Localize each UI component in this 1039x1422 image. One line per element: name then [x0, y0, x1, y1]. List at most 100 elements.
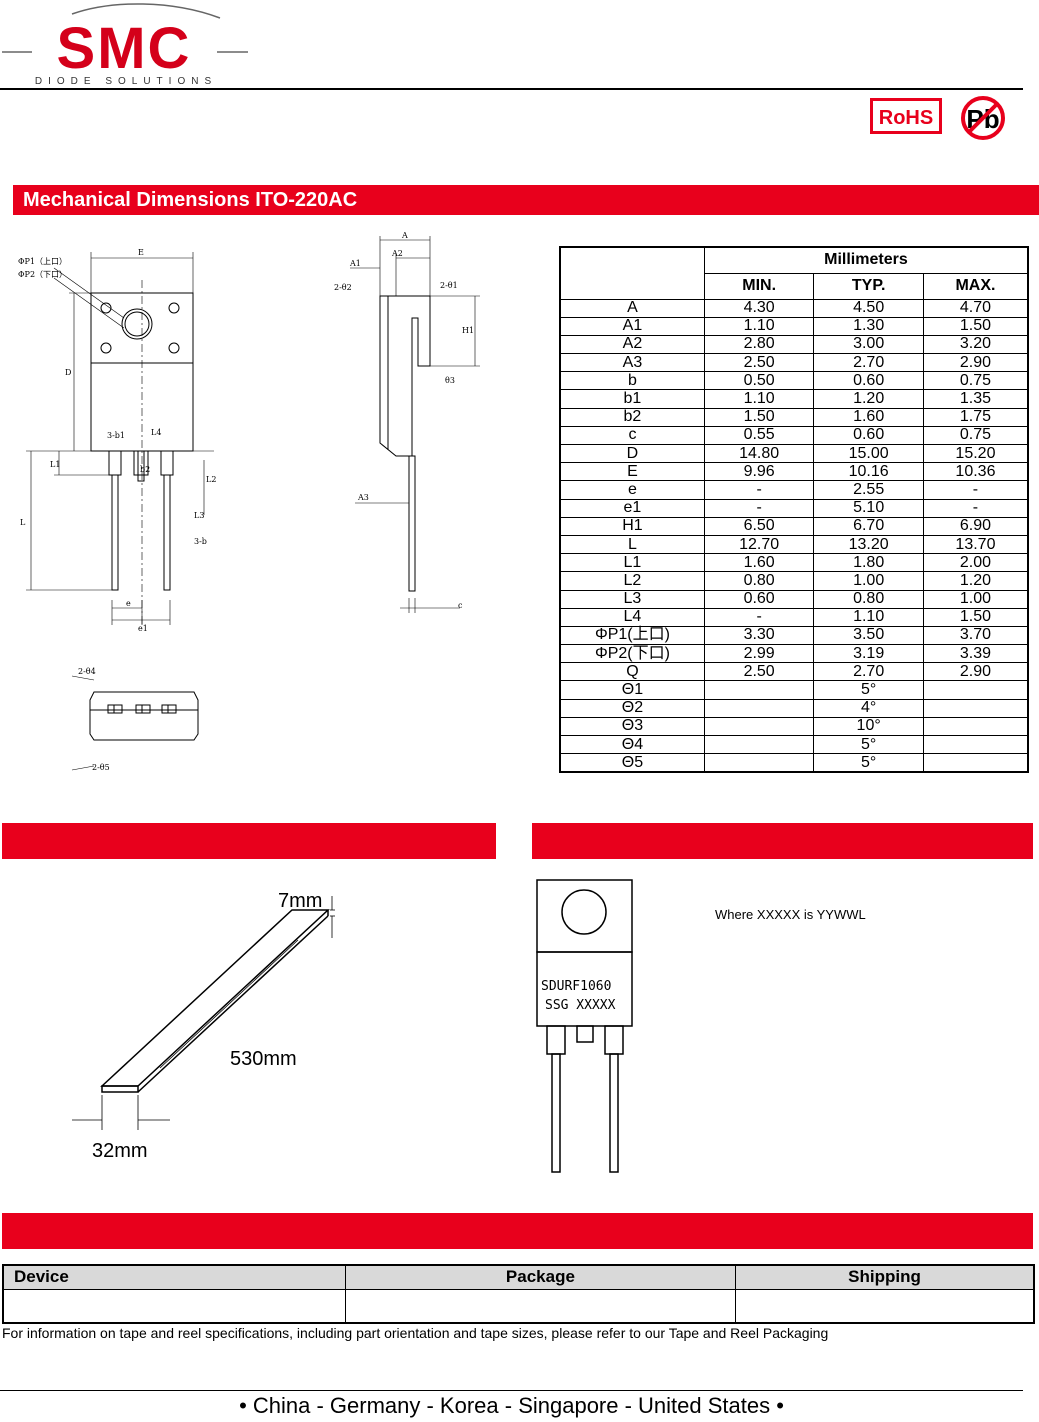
dim-typ: 6.70 [813, 516, 924, 536]
dim-min: 0.60 [703, 589, 815, 609]
order-header-package: Package [344, 1264, 737, 1290]
dim-max [922, 753, 1029, 773]
tube-thickness-label: 7mm [278, 890, 322, 912]
side-view-drawing: A A1 A2 A3 H1 c 2-θ1 2-θ2 θ3 [334, 231, 480, 613]
dim-min: - [703, 607, 815, 627]
dim-max: 1.35 [922, 389, 1029, 409]
pb-free-icon: Pb [961, 96, 1005, 140]
dim-symbol: e [559, 480, 705, 500]
dim-symbol: L4 [559, 607, 705, 627]
dim-max: 4.70 [922, 298, 1029, 318]
dim-header-unit: Millimeters [703, 246, 1029, 274]
dim-max: 6.90 [922, 516, 1029, 536]
dim-min: 12.70 [703, 534, 815, 555]
dim-typ: 0.60 [813, 371, 924, 391]
dim-symbol: Θ4 [559, 734, 705, 755]
dim-symbol: Θ2 [559, 698, 705, 718]
dim-max: 10.36 [922, 462, 1029, 482]
dim-max: 2.90 [922, 662, 1029, 682]
logo-text: SMC [57, 16, 192, 81]
order-cell-device [2, 1288, 346, 1324]
dim-symbol: Q [559, 662, 705, 682]
dim-typ: 0.80 [813, 589, 924, 609]
dim-symbol: L3 [559, 589, 705, 609]
dim-header-typ: TYP. [813, 272, 924, 300]
dim-header-max: MAX. [922, 272, 1029, 300]
dim-min: 6.50 [703, 516, 815, 536]
dim-min: 4.30 [703, 298, 815, 318]
marking-line2: SSG XXXXX [545, 998, 616, 1013]
dim-typ: 3.50 [813, 625, 924, 646]
dim-max: 1.50 [922, 607, 1029, 627]
dim-min [703, 680, 815, 700]
dim-symbol: b1 [559, 389, 705, 409]
dim-min: 14.80 [703, 443, 815, 464]
dim-symbol: ΦP1(上口) [559, 625, 705, 646]
header-rule [0, 88, 1023, 90]
dim-typ: 5° [813, 753, 924, 773]
label-theta3: θ3 [445, 376, 455, 385]
dim-symbol: D [559, 443, 705, 464]
bottom-view-drawing: 2-θ4 2-θ5 [71, 667, 199, 772]
dim-typ: 3.19 [813, 644, 924, 664]
packing-tube-drawing: 7mm 530mm 32mm [72, 890, 335, 1162]
label-c: c [458, 601, 463, 610]
label-theta5: 2-θ5 [92, 763, 110, 772]
mechanical-section-title: Mechanical Dimensions ITO-220AC [13, 185, 1039, 215]
dim-typ: 2.55 [813, 480, 924, 500]
dim-symbol: e1 [559, 498, 705, 518]
dim-symbol: A [559, 298, 705, 318]
dim-min: 9.96 [703, 462, 815, 482]
dim-max [922, 716, 1029, 737]
footer-locations: • China - Germany - Korea - Singapore - … [239, 1393, 784, 1418]
dim-symbol: L2 [559, 571, 705, 591]
dim-typ: 1.00 [813, 571, 924, 591]
dim-min [703, 698, 815, 718]
dim-typ: 3.00 [813, 334, 924, 355]
dim-max: 13.70 [922, 534, 1029, 555]
rohs-badge: RoHS [870, 98, 942, 134]
label-theta1: 2-θ1 [440, 281, 458, 290]
label-l: L [20, 518, 26, 527]
dim-max: 3.20 [922, 334, 1029, 355]
dim-max: - [922, 480, 1029, 500]
dim-typ: 15.00 [813, 443, 924, 464]
tube-length-label: 530mm [230, 1048, 297, 1070]
tube-width-label: 32mm [92, 1140, 148, 1162]
dim-row: e1-5.10- [559, 498, 1029, 518]
dim-symbol: A2 [559, 334, 705, 355]
dim-min: - [703, 480, 815, 500]
packing-section-bar [2, 823, 496, 859]
dim-min [703, 716, 815, 737]
marking-package-drawing: SDURF1060 SSG XXXXX [536, 879, 633, 1173]
dim-typ: 10° [813, 716, 924, 737]
marking-line1: SDURF1060 [541, 979, 611, 994]
label-a1: A1 [349, 259, 361, 268]
dim-max: 1.00 [922, 589, 1029, 609]
dim-symbol: H1 [559, 516, 705, 536]
label-e-width: E [138, 248, 144, 257]
dim-min: 2.50 [703, 353, 815, 373]
dim-symbol: b [559, 371, 705, 391]
dim-min: 1.10 [703, 316, 815, 336]
dim-min: 0.50 [703, 371, 815, 391]
dim-min: 3.30 [703, 625, 815, 646]
dim-max: 2.90 [922, 353, 1029, 373]
dim-typ: 1.80 [813, 553, 924, 573]
